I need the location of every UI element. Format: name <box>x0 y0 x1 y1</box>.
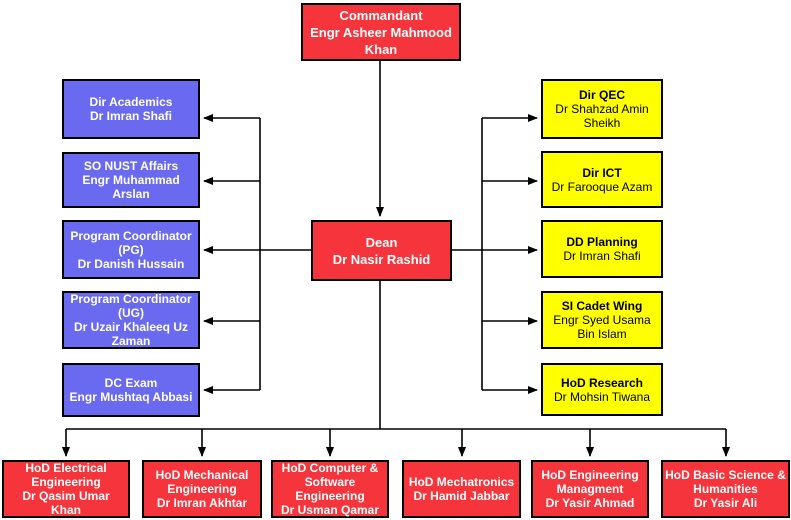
node-so-nust-affairs: SO NUST Affairs Engr Muhammad Arslan <box>62 152 200 208</box>
node-hod-engineering-managment: HoD Engineering Managment Dr Yasir Ahmad <box>531 460 649 518</box>
node-title: DC Exam <box>104 376 158 390</box>
node-person: Dr Danish Hussain <box>77 256 185 271</box>
node-hod-electrical-engineering: HoD Electrical Engineering Dr Qasim Umar… <box>2 460 130 518</box>
node-title: HoD Research <box>560 375 644 390</box>
node-title: Dir QEC <box>578 88 625 102</box>
node-person: Dr Shahzad Amin Sheikh <box>555 102 649 130</box>
node-title: DD Planning <box>566 235 638 249</box>
node-person: Dr Usman Qamar <box>280 503 380 517</box>
node-person: Dr Mohsin Tiwana <box>553 389 651 404</box>
node-program-coordinator-pg: Program Coordinator (PG) Dr Danish Hussa… <box>62 220 200 279</box>
node-title: HoD Mechatronics <box>408 475 515 489</box>
node-person: Dr Yasir Ahmad <box>545 496 635 510</box>
node-title: Dean <box>365 234 398 250</box>
node-title: HoD Electrical Engineering <box>25 461 107 489</box>
node-title: HoD Basic Science & Humanities <box>665 468 786 496</box>
node-person: Dr Qasim Umar Khan <box>22 489 110 517</box>
node-dir-academics: Dir Academics Dr Imran Shafi <box>62 79 200 139</box>
node-dir-qec: Dir QEC Dr Shahzad Amin Sheikh <box>541 79 663 139</box>
node-dd-planning: DD Planning Dr Imran Shafi <box>541 220 663 278</box>
node-person: Dr Nasir Rashid <box>332 251 431 267</box>
node-dean: Dean Dr Nasir Rashid <box>311 220 452 281</box>
node-hod-basic-science-humanities: HoD Basic Science & Humanities Dr Yasir … <box>661 460 790 518</box>
node-person: Dr Farooque Azam <box>551 179 653 194</box>
node-dir-ict: Dir ICT Dr Farooque Azam <box>541 151 663 208</box>
node-title: Program Coordinator (UG) <box>70 292 192 320</box>
node-person: Dr Imran Akhtar <box>156 496 248 510</box>
node-commandant: Commandant Engr Asheer Mahmood Khan <box>301 3 461 61</box>
node-hod-computer-software-engineering: HoD Computer & Software Engineering Dr U… <box>271 460 389 518</box>
node-person: Dr Uzair Khaleeq Uz Zaman <box>73 320 189 348</box>
node-title: Dir ICT <box>582 165 622 180</box>
node-person: Engr Muhammad Arslan <box>82 173 180 201</box>
node-title: Dir Academics <box>89 95 173 109</box>
node-title: HoD Computer & Software Engineering <box>281 461 379 503</box>
node-person: Dr Imran Shafi <box>563 249 641 263</box>
node-title: SO NUST Affairs <box>83 159 179 173</box>
node-person: Engr Syed Usama Bin Islam <box>553 313 651 341</box>
node-title: Program Coordinator (PG) <box>70 228 192 257</box>
node-hod-research: HoD Research Dr Mohsin Tiwana <box>541 363 663 416</box>
node-title: HoD Mechanical Engineering <box>155 468 249 496</box>
node-person: Engr Mushtaq Abbasi <box>69 390 193 404</box>
node-hod-mechanical-engineering: HoD Mechanical Engineering Dr Imran Akht… <box>142 460 262 518</box>
node-si-cadet-wing: SI Cadet Wing Engr Syed Usama Bin Islam <box>541 291 663 349</box>
node-title: Commandant <box>339 7 423 23</box>
node-person: Dr Imran Shafi <box>89 109 173 123</box>
node-title: SI Cadet Wing <box>561 299 643 313</box>
node-person: Dr Hamid Jabbar <box>413 489 510 503</box>
node-dc-exam: DC Exam Engr Mushtaq Abbasi <box>62 363 200 417</box>
node-person: Dr Yasir Ali <box>693 496 758 510</box>
node-person: Engr Asheer Mahmood Khan <box>310 24 452 57</box>
node-program-coordinator-ug: Program Coordinator (UG) Dr Uzair Khalee… <box>62 291 200 349</box>
node-title: HoD Engineering Managment <box>541 468 639 496</box>
node-hod-mechatronics: HoD Mechatronics Dr Hamid Jabbar <box>402 460 521 518</box>
